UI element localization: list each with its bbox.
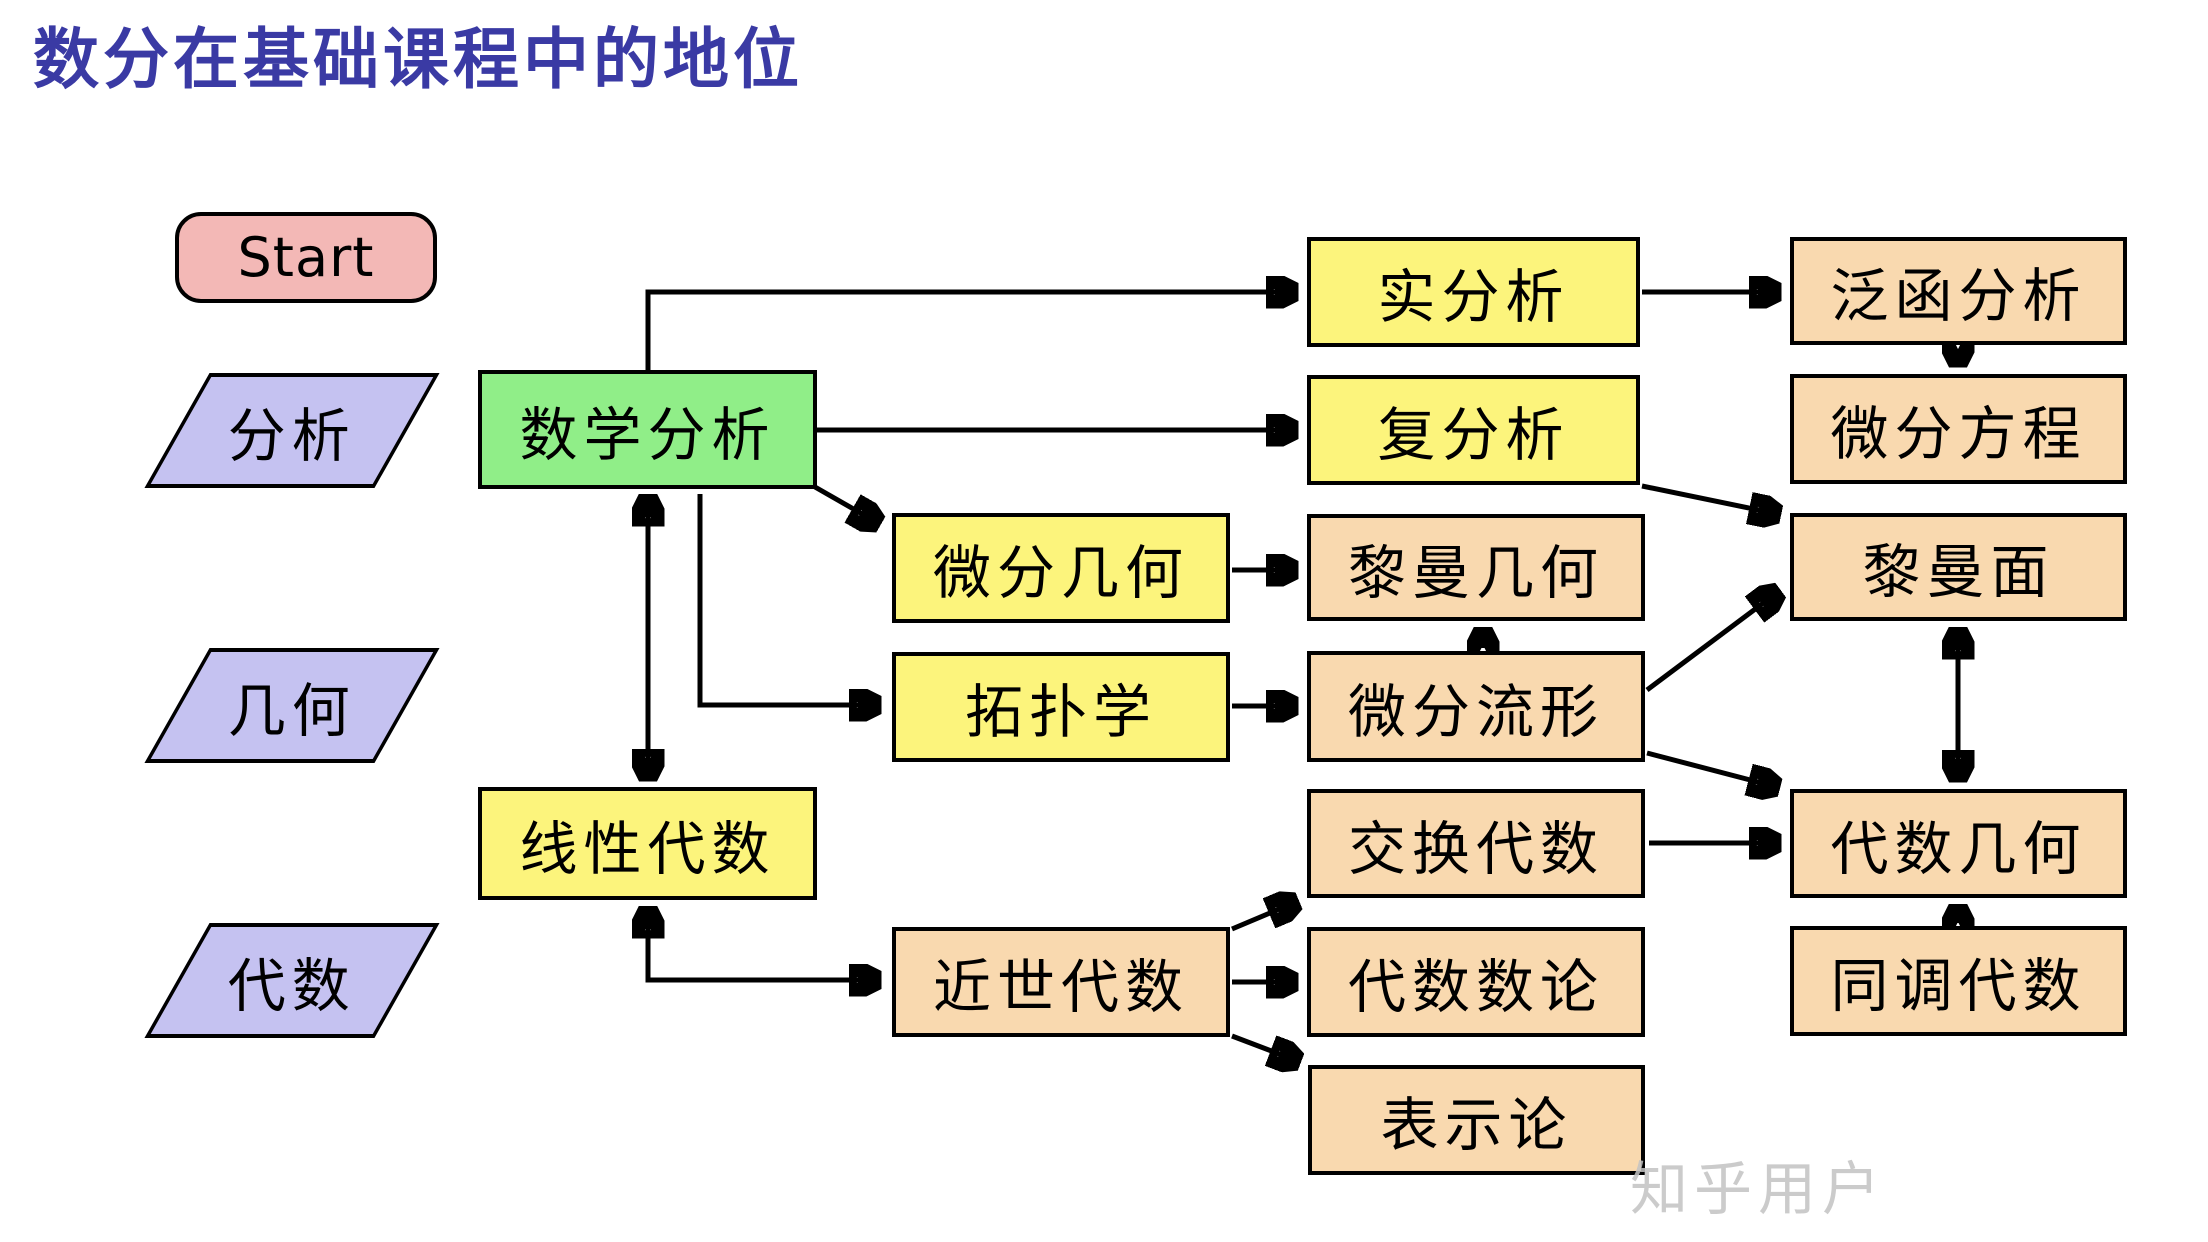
node-complex-analysis-label: 复分析 [1377,401,1570,469]
zhihu-watermark: 知乎用户 [1630,1155,1887,1223]
node-functional-analysis-label: 泛函分析 [1830,262,2087,330]
node-algebraic-number-theory-label: 代数数论 [1347,953,1604,1021]
node-math-analysis: 数学分析 [478,370,817,489]
edge-diff-manifolds-to-algebraic-geometry [1646,750,1777,787]
node-algebra-category-label: 代数 [227,951,356,1020]
node-riemann-surface-label: 黎曼面 [1862,538,2055,606]
edge-modern-algebra-to-commutative-algebra [1231,902,1296,932]
node-real-analysis: 实分析 [1307,237,1640,347]
edge-linear-algebra-modern-algebra [648,909,878,980]
node-linear-algebra: 线性代数 [478,787,817,900]
edge-math-analysis-to-diff-geometry [813,484,878,523]
node-algebraic-number-theory: 代数数论 [1307,927,1645,1037]
node-representation-theory: 表示论 [1308,1065,1645,1175]
node-start: Start [175,212,437,303]
node-real-analysis-label: 实分析 [1377,263,1570,331]
node-riemann-surface: 黎曼面 [1790,513,2127,621]
edge-modern-algebra-to-representation-theory [1231,1033,1298,1061]
node-topology: 拓扑学 [892,652,1230,762]
node-homological-algebra-label: 同调代数 [1830,952,2087,1020]
node-diff-equations: 微分方程 [1790,374,2127,484]
node-linear-algebra-label: 线性代数 [519,814,776,883]
node-algebraic-geometry-label: 代数几何 [1830,814,2087,883]
node-math-analysis-label: 数学分析 [519,400,776,469]
node-homological-algebra: 同调代数 [1790,926,2127,1036]
node-diff-equations-label: 微分方程 [1830,400,2087,468]
node-diff-geometry-label: 微分几何 [932,539,1189,607]
node-diff-manifolds: 微分流形 [1307,651,1645,762]
edge-complex-analysis-to-riemann-surface [1641,483,1778,514]
edge-math-analysis-to-topology [697,494,878,705]
node-functional-analysis: 泛函分析 [1790,237,2127,345]
node-commutative-algebra-label: 交换代数 [1347,814,1604,883]
node-complex-analysis: 复分析 [1307,375,1640,485]
node-commutative-algebra: 交换代数 [1307,789,1645,898]
node-diff-manifolds-label: 微分流形 [1347,677,1604,746]
node-algebraic-geometry: 代数几何 [1790,789,2127,898]
node-start-label: Start [237,226,375,289]
node-geometry-category-label: 几何 [227,676,356,745]
node-riemannian-geometry: 黎曼几何 [1307,514,1645,621]
node-representation-theory-label: 表示论 [1380,1091,1573,1159]
node-analysis-category-label: 分析 [227,401,356,470]
node-diff-geometry: 微分几何 [892,513,1230,623]
node-modern-algebra: 近世代数 [892,927,1230,1037]
node-topology-label: 拓扑学 [964,678,1157,746]
edge-math-analysis-to-real-analysis [645,292,1295,370]
node-riemannian-geometry-label: 黎曼几何 [1347,538,1604,607]
edge-diff-manifolds-to-riemann-surface [1645,592,1778,693]
node-modern-algebra-label: 近世代数 [932,953,1189,1021]
slide-title: 数分在基础课程中的地位 [33,21,803,98]
